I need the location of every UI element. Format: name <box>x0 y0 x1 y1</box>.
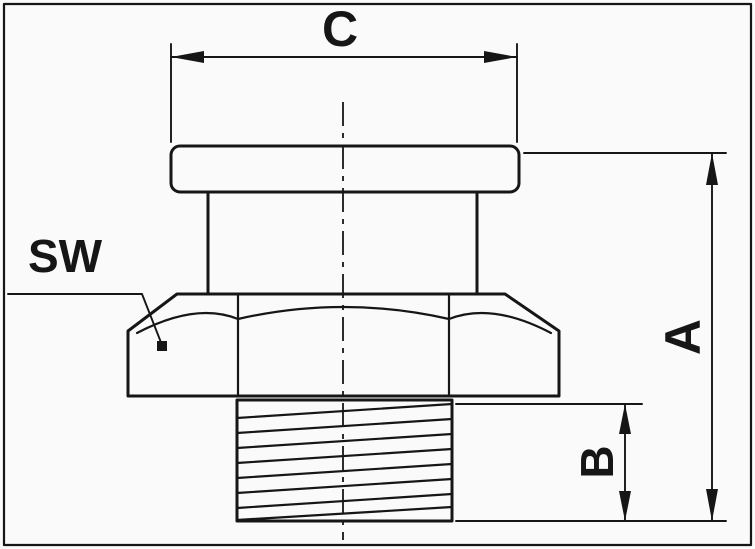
hex-chamfer-arc-left <box>135 311 240 335</box>
thread-hatching <box>235 402 454 522</box>
hex-nut-outline <box>126 292 561 398</box>
arrowhead-c-left <box>171 51 204 63</box>
label-a: A <box>655 319 711 355</box>
dimension-a: A <box>455 152 727 522</box>
callout-sw: SW <box>7 230 167 351</box>
label-sw: SW <box>28 230 103 282</box>
arrowhead-c-right <box>484 51 517 63</box>
leader-marker-sw <box>157 341 167 351</box>
label-c: C <box>322 1 358 57</box>
leader-line-sw <box>7 293 163 346</box>
label-b: B <box>571 445 623 478</box>
arrowhead-a-bottom <box>706 489 718 521</box>
arrowhead-a-top <box>706 153 718 185</box>
thread-shank-outline <box>235 398 454 523</box>
arrowhead-b-top <box>619 404 631 434</box>
dimension-c: C <box>170 1 518 143</box>
dimension-b: B <box>455 403 643 522</box>
arrowhead-b-bottom <box>619 491 631 521</box>
hex-chamfer-arc-middle <box>236 305 451 321</box>
hex-chamfer-arc-right <box>447 311 553 335</box>
head-flange-outline <box>169 144 521 194</box>
